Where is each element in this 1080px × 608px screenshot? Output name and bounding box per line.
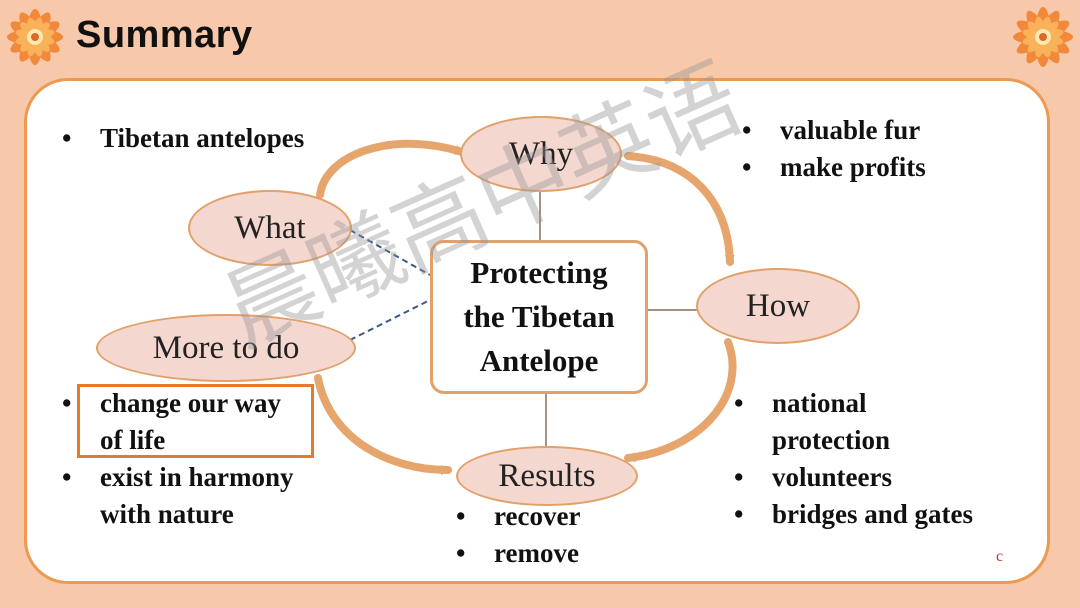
flower-decoration-right — [1008, 2, 1078, 77]
list-item: valuable fur — [742, 112, 926, 149]
center-topic-line3: Antelope — [479, 343, 599, 378]
list-item-continuation: protection — [772, 425, 890, 455]
more-to-do-list: change our way of life exist in harmony … — [62, 385, 294, 533]
node-how: How — [696, 268, 860, 344]
slide-title: Summary — [76, 14, 253, 56]
node-results: Results — [456, 446, 638, 506]
arrow-how-to-results — [624, 338, 737, 463]
list-item-continuation: with nature — [100, 499, 234, 529]
list-item: make profits — [742, 149, 926, 186]
why-list: valuable fur make profits — [742, 112, 926, 186]
center-topic: Protecting the Tibetan Antelope — [430, 240, 648, 394]
center-topic-line2: the Tibetan — [463, 299, 615, 334]
center-topic-line1: Protecting — [470, 255, 608, 290]
list-item: recover — [456, 498, 580, 535]
node-why: Why — [460, 116, 622, 192]
arrow-why-to-how — [624, 152, 735, 266]
list-item: change our way — [62, 385, 294, 422]
list-item: remove — [456, 535, 580, 572]
what-list: Tibetan antelopes — [62, 120, 304, 157]
arrow-more-to-results — [314, 374, 452, 475]
list-item: volunteers — [734, 459, 973, 496]
node-what: What — [188, 190, 352, 266]
list-item: exist in harmony — [62, 459, 294, 496]
arrow-what-to-why — [316, 139, 466, 199]
results-list: recover remove — [456, 498, 580, 572]
how-list: national protection volunteers bridges a… — [734, 385, 973, 533]
node-more-to-do: More to do — [96, 314, 356, 382]
list-item: bridges and gates — [734, 496, 973, 533]
highlight-box — [77, 384, 314, 458]
list-item: Tibetan antelopes — [62, 120, 304, 157]
list-item: national — [734, 385, 973, 422]
corner-mark: c — [996, 548, 1004, 565]
flower-decoration-left — [2, 4, 68, 75]
connector-what-center — [349, 229, 431, 276]
list-item-continuation: of life — [100, 425, 166, 455]
connector-more-center — [349, 299, 431, 341]
